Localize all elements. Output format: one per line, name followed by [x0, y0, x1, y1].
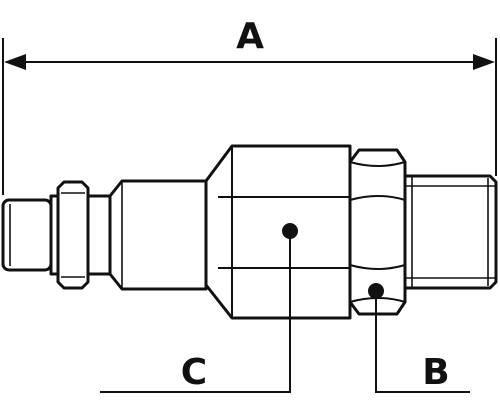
nut-hex — [348, 148, 407, 316]
leader-line-c — [100, 231, 291, 393]
main-hex — [204, 144, 352, 320]
label-a: A — [236, 16, 264, 57]
plug-neck — [86, 194, 112, 276]
leader-c: C — [100, 223, 298, 393]
threaded-end — [403, 174, 498, 290]
leader-b: B — [368, 283, 470, 393]
nut-arc-mid-bottom — [349, 264, 406, 270]
label-c: C — [181, 352, 207, 393]
nut-arc-top — [349, 161, 406, 167]
plug-groove-ring — [56, 180, 90, 290]
thread-body — [403, 174, 498, 290]
arrow-right — [473, 54, 495, 70]
main-hex-outline — [204, 144, 352, 320]
plug-nose — [1, 179, 208, 291]
label-b: B — [422, 352, 449, 393]
arrow-left — [4, 54, 26, 70]
dimension-a: A — [2, 16, 497, 195]
nut-arc-mid-top — [349, 195, 406, 201]
plug-body — [108, 179, 208, 291]
leader-line-b — [375, 291, 470, 393]
